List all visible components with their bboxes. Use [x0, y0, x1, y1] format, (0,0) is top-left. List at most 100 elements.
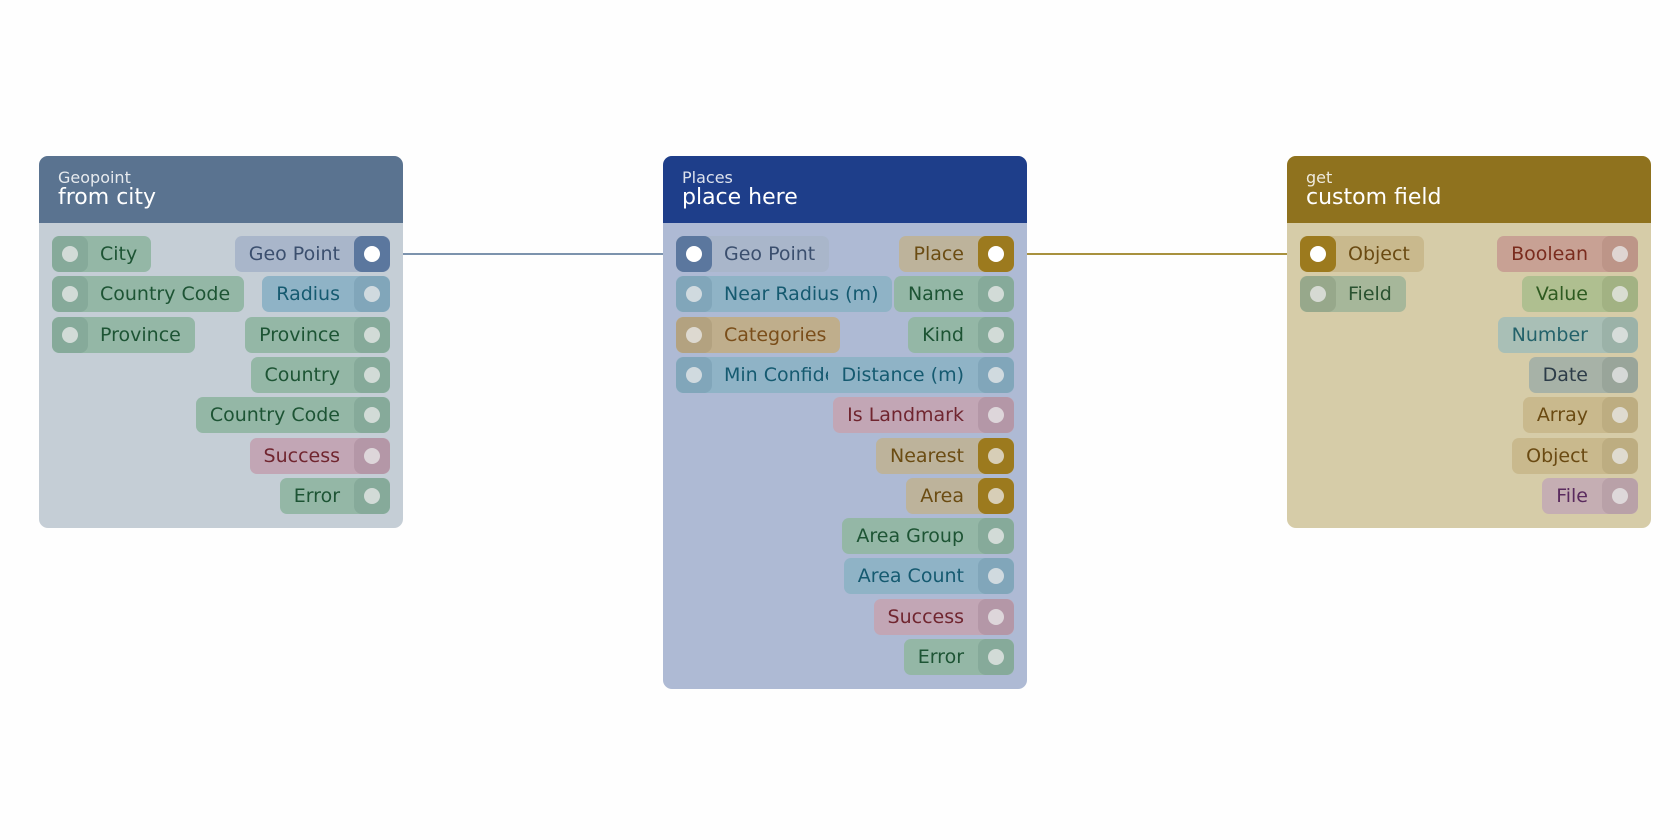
output-pin-success[interactable]: Success [873, 598, 1014, 635]
output-pin-nearest[interactable]: Nearest [876, 437, 1014, 474]
output-port-name[interactable] [978, 276, 1014, 313]
output-pin-date[interactable]: Date [1528, 356, 1638, 393]
output-port-country-code[interactable] [354, 397, 390, 434]
port-dot-icon [988, 246, 1004, 262]
output-port-is-landmark[interactable] [978, 397, 1014, 434]
output-pin-object[interactable]: Object [1512, 437, 1638, 474]
input-port-field[interactable] [1300, 276, 1336, 313]
pin-label: Country [264, 363, 340, 386]
output-pin-name[interactable]: Name [893, 276, 1014, 313]
output-pin-area[interactable]: Area [906, 477, 1014, 514]
output-pin-radius[interactable]: Radius [262, 276, 390, 313]
port-dot-icon [988, 608, 1004, 625]
node-title: place here [682, 185, 798, 210]
output-pin-area-count[interactable]: Area Count [843, 558, 1014, 595]
pin-label: Object [1348, 243, 1410, 265]
output-pin-is-landmark[interactable]: Is Landmark [833, 397, 1014, 434]
output-pin-boolean[interactable]: Boolean [1497, 236, 1638, 272]
input-port-min-confidence[interactable] [676, 356, 712, 393]
port-dot-icon [1310, 286, 1326, 303]
input-port-city[interactable] [52, 236, 88, 272]
output-pin-file[interactable]: File [1542, 477, 1638, 514]
input-port-categories[interactable] [676, 316, 712, 353]
input-pin-country-code[interactable]: Country Code [52, 276, 245, 313]
output-port-area-group[interactable] [978, 518, 1014, 555]
output-pin-area-group[interactable]: Area Group [842, 518, 1014, 555]
input-port-geo-point[interactable] [676, 236, 712, 272]
input-port-object[interactable] [1300, 236, 1336, 272]
pin-label: Area Group [856, 525, 964, 548]
port-dot-icon [62, 246, 78, 262]
input-port-province[interactable] [52, 316, 88, 353]
output-port-geo-point[interactable] [354, 236, 390, 272]
port-dot-icon [364, 487, 380, 504]
pin-label: Date [1542, 363, 1588, 386]
output-pin-country-code[interactable]: Country Code [195, 397, 390, 434]
port-dot-icon [988, 528, 1004, 545]
pin-label: City [100, 243, 138, 265]
output-port-date[interactable] [1602, 356, 1638, 393]
output-pin-province[interactable]: Province [245, 316, 390, 353]
output-port-area-count[interactable] [978, 558, 1014, 595]
output-pin-value[interactable]: Value [1521, 276, 1638, 313]
output-pin-error[interactable]: Error [903, 639, 1014, 675]
port-dot-icon [1612, 407, 1628, 424]
pin-label: Field [1348, 283, 1392, 306]
pin-label: Error [293, 484, 340, 507]
output-pin-distance-m[interactable]: Distance (m) [827, 356, 1014, 393]
output-pin-kind[interactable]: Kind [908, 316, 1014, 353]
input-pin-field[interactable]: Field [1300, 276, 1406, 313]
input-pin-categories[interactable]: Categories [676, 316, 841, 353]
port-dot-icon [988, 366, 1004, 383]
output-pin-error[interactable]: Error [279, 477, 390, 514]
pin-label: Country Code [100, 283, 231, 306]
output-pin-geo-point[interactable]: Geo Point [234, 236, 390, 272]
output-port-place[interactable] [978, 236, 1014, 272]
pin-label: Value [1535, 283, 1588, 306]
input-pin-city[interactable]: City [52, 236, 152, 272]
output-port-array[interactable] [1602, 397, 1638, 434]
input-pin-province[interactable]: Province [52, 316, 195, 353]
output-port-area[interactable] [978, 477, 1014, 514]
output-port-country[interactable] [354, 356, 390, 393]
port-dot-icon [364, 407, 380, 424]
output-port-success[interactable] [978, 598, 1014, 635]
output-port-file[interactable] [1602, 477, 1638, 514]
input-pin-object[interactable]: Object [1300, 236, 1424, 272]
output-pin-country[interactable]: Country [250, 356, 390, 393]
output-port-success[interactable] [354, 437, 390, 474]
pin-label: Array [1536, 404, 1588, 427]
pin-label: Success [887, 605, 964, 628]
output-port-error[interactable] [354, 477, 390, 514]
output-pin-success[interactable]: Success [249, 437, 390, 474]
input-pin-geo-point[interactable]: Geo Point [676, 236, 830, 272]
port-dot-icon [364, 246, 380, 262]
output-port-value[interactable] [1602, 276, 1638, 313]
output-pin-place[interactable]: Place [899, 236, 1014, 272]
output-port-province[interactable] [354, 316, 390, 353]
output-pin-array[interactable]: Array [1522, 397, 1638, 434]
input-port-country-code[interactable] [52, 276, 88, 313]
port-dot-icon [1612, 326, 1628, 343]
output-port-number[interactable] [1602, 316, 1638, 353]
output-port-kind[interactable] [978, 316, 1014, 353]
output-port-boolean[interactable] [1602, 236, 1638, 272]
output-port-nearest[interactable] [978, 437, 1014, 474]
pin-label: Radius [276, 283, 340, 306]
output-port-object[interactable] [1602, 437, 1638, 474]
output-port-error[interactable] [978, 639, 1014, 675]
input-port-near-radius-m[interactable] [676, 276, 712, 313]
output-port-distance-m[interactable] [978, 356, 1014, 393]
output-pin-number[interactable]: Number [1497, 316, 1638, 353]
output-port-radius[interactable] [354, 276, 390, 313]
input-pin-near-radius-m[interactable]: Near Radius (m) [676, 276, 893, 313]
